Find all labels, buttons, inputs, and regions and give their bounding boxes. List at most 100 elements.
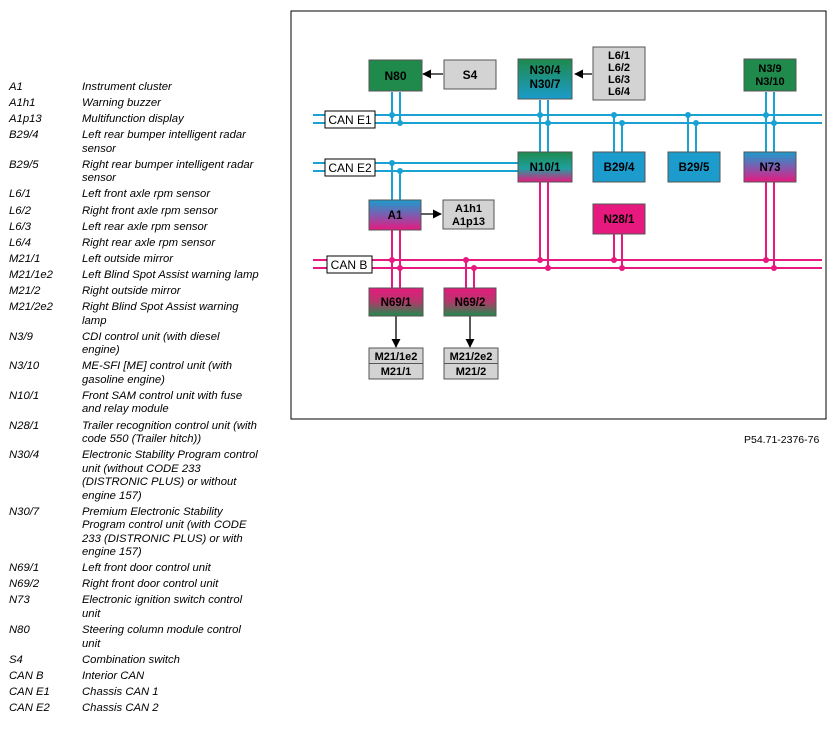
legend-code: N69/2 — [9, 578, 40, 591]
legend-code: L6/3 — [9, 220, 31, 233]
legend-row: N3/9 CDI control unit (with diesel engine… — [9, 331, 279, 358]
legend-row: N73 Electronic ignition switch control un… — [9, 594, 279, 621]
legend-code: N3/9 — [9, 330, 33, 343]
legend-row: N10/1 Front SAM control unit with fuse an… — [9, 390, 279, 417]
legend-description: Chassis CAN 1 — [82, 685, 159, 698]
legend-description: Right rear bumper intelligent radar sens… — [82, 158, 254, 185]
n3-9-label: N3/9 — [758, 63, 781, 75]
m21-1-label: M21/1 — [381, 366, 412, 378]
legend-description: Left front axle rpm sensor — [82, 188, 211, 201]
legend-code: M21/1 — [9, 252, 41, 265]
m21-1e2-label: M21/1e2 — [375, 351, 418, 363]
legend-code: N10/1 — [9, 389, 40, 402]
legend-code: L6/4 — [9, 236, 31, 249]
legend-row: L6/4 Right rear axle rpm sensor — [9, 237, 279, 251]
unit-a1: A1 — [368, 199, 422, 231]
legend-row: S4 Combination switch — [9, 654, 279, 668]
n30-7-label: N30/7 — [530, 79, 561, 91]
legend-row: A1 Instrument cluster — [9, 81, 279, 95]
unit-n10-1: N10/1 — [517, 151, 573, 183]
n30-4-label: N30/4 — [530, 65, 561, 77]
legend-description: Front SAM control unit with fuse and rel… — [82, 389, 243, 416]
unit-b29-5: B29/5 — [667, 151, 721, 183]
legend-description: Left front door control unit — [82, 562, 211, 575]
legend-code: L6/1 — [9, 188, 31, 201]
unit-n69-2: N69/2 — [443, 287, 497, 317]
legend-description: Right outside mirror — [82, 285, 181, 298]
legend-description: Instrument cluster — [82, 81, 172, 93]
l6-4-label: L6/4 — [608, 86, 631, 98]
legend-description: CDI control unit (with diesel engine) — [82, 330, 220, 357]
legend-description: ME-SFI [ME] control unit (with gasoline … — [82, 360, 233, 386]
legend-code: CAN E1 — [9, 685, 50, 698]
reference-number: P54.71-2376-76 — [744, 434, 820, 446]
n3-10-label: N3/10 — [755, 76, 784, 88]
legend-description: Steering column module control unit — [82, 624, 241, 650]
legend-row: CAN E1 Chassis CAN 1 — [9, 686, 279, 700]
n69-1-label: N69/1 — [381, 297, 412, 309]
legend-row: N69/2 Right front door control unit — [9, 578, 279, 592]
legend-row: N80 Steering column module control unit — [9, 624, 279, 651]
legend-code: B29/4 — [9, 129, 39, 142]
legend-code: N69/1 — [9, 562, 40, 575]
legend-code: N28/1 — [9, 419, 40, 432]
legend-code: N80 — [9, 624, 30, 637]
legend-code: S4 — [9, 653, 23, 666]
legend-code: A1 — [9, 81, 23, 93]
m21-2e2-label: M21/2e2 — [450, 351, 493, 363]
unit-n73: N73 — [743, 151, 797, 183]
unit-a1h1-a1p13: A1h1 A1p13 — [442, 199, 495, 230]
junction-dots — [389, 112, 777, 271]
legend-description: Combination switch — [82, 653, 180, 666]
legend-description: Left rear bumper intelligent radar senso… — [82, 129, 246, 155]
n28-1-label: N28/1 — [604, 214, 635, 226]
legend-description: Interior CAN — [82, 669, 145, 682]
legend-description: Right Blind Spot Assist warning lamp — [82, 301, 239, 327]
legend-row: M21/2e2 Right Blind Spot Assist warning l… — [9, 301, 279, 328]
a1h1-label: A1h1 — [455, 203, 482, 215]
legend-row: A1h1 Warning buzzer — [9, 97, 279, 111]
legend-code: N73 — [9, 594, 30, 607]
legend-code: N30/7 — [9, 505, 40, 518]
m21-2-label: M21/2 — [456, 366, 487, 378]
legend-row: N30/7 Premium Electronic Stability Progra… — [9, 506, 279, 560]
l6-2-label: L6/2 — [608, 62, 630, 74]
unit-b29-4: B29/4 — [592, 151, 646, 183]
legend-description: Electronic ignition switch control unit — [82, 594, 243, 620]
legend-description: Electronic Stability Program control uni… — [82, 449, 258, 502]
unit-l6: L6/1 L6/2 L6/3 L6/4 — [592, 46, 646, 101]
legend-row: N69/1 Left front door control unit — [9, 562, 279, 576]
signal-arrows — [391, 69, 592, 348]
unit-n30: N30/4 N30/7 — [517, 58, 573, 100]
can-e1-label: CAN E1 — [328, 113, 372, 127]
a1p13-label: A1p13 — [452, 216, 485, 228]
n10-1-label: N10/1 — [530, 162, 561, 174]
legend-code: M21/2 — [9, 285, 41, 298]
legend-description: Left Blind Spot Assist warning lamp — [82, 268, 259, 281]
b29-4-label: B29/4 — [604, 162, 635, 174]
a1-label: A1 — [388, 210, 403, 222]
legend-row: L6/1 Left front axle rpm sensor — [9, 188, 279, 202]
legend-description: Premium Electronic Stability Program con… — [82, 505, 247, 559]
unit-n3: N3/9 N3/10 — [743, 58, 797, 92]
n80-label: N80 — [384, 69, 406, 83]
l6-1-label: L6/1 — [608, 50, 630, 62]
legend-description: Right front door control unit — [82, 578, 219, 591]
b29-5-label: B29/5 — [679, 162, 710, 174]
legend-description: Right front axle rpm sensor — [82, 204, 218, 217]
unit-m21-1: M21/1e2 M21/1 — [368, 347, 424, 380]
unit-n28-1: N28/1 — [592, 203, 646, 235]
legend-description: Right rear axle rpm sensor — [82, 236, 216, 249]
n69-2-label: N69/2 — [455, 297, 486, 309]
legend-description: Trailer recognition control unit (with c… — [82, 419, 257, 446]
legend-code: A1h1 — [9, 97, 36, 110]
legend-code: M21/2e2 — [9, 301, 53, 314]
legend-description: Warning buzzer — [82, 97, 161, 110]
